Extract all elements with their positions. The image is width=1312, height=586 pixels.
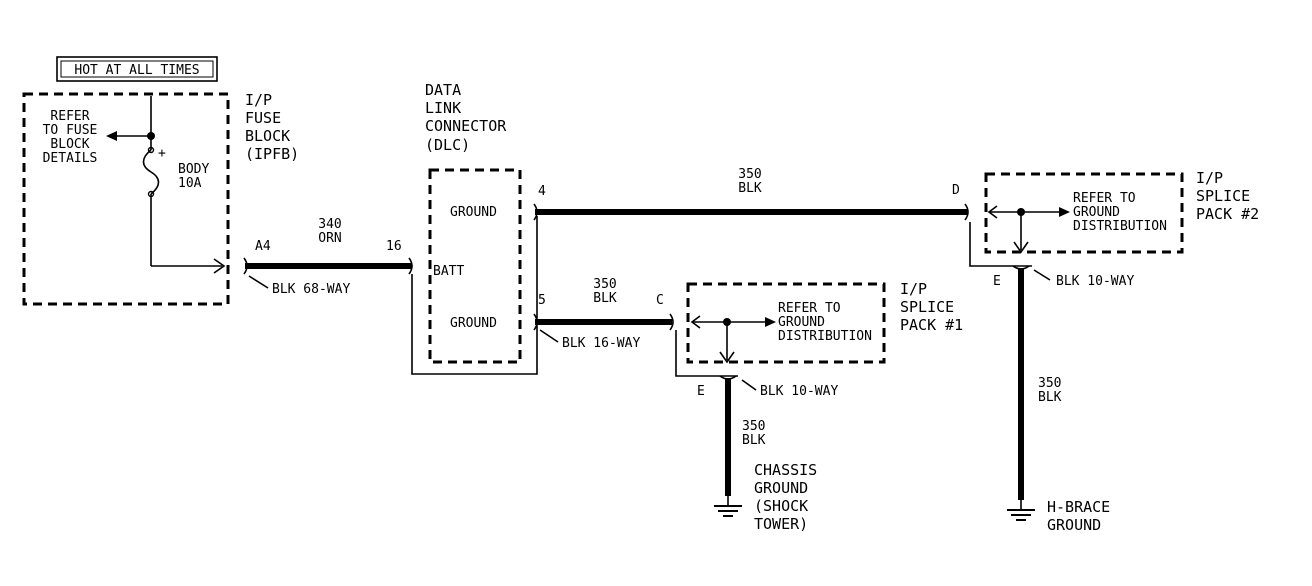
fuse-plus-mark: + — [158, 146, 166, 161]
fuse-block-outline — [22, 92, 230, 306]
wire-340-color: ORN — [318, 231, 341, 246]
splice1-connector-label: BLK 10-WAY — [760, 384, 838, 399]
dlc-title-1: DATA — [425, 81, 461, 99]
dlc-title-2: LINK — [425, 99, 461, 117]
splice2-title-1: I/P — [1196, 169, 1223, 187]
splice2-pin-e: E — [993, 274, 1001, 289]
fuse-label-1: BODY — [178, 162, 209, 177]
splice1-pin-c: C — [656, 293, 664, 308]
splice2-wire-color: BLK — [1038, 390, 1062, 405]
chassis-ground-3: (SHOCK — [754, 497, 808, 515]
splice-pack-1: I/P SPLICE PACK #1 REFER TO GROUND DISTR… — [675, 280, 963, 533]
wire-340-gauge: 340 — [318, 217, 341, 232]
fuse-refer-arrow-icon — [106, 131, 117, 141]
dlc-pin-5: 5 — [538, 293, 546, 308]
chassis-ground-4: TOWER) — [754, 515, 808, 533]
dlc-ground-bottom: GROUND — [450, 316, 497, 331]
splice1-wire-gauge: 350 — [742, 419, 765, 434]
fuse-block-title-3: BLOCK — [245, 127, 290, 145]
splice1-refer-1: REFER TO — [778, 301, 841, 316]
fuse-refer-3: BLOCK — [50, 137, 89, 152]
splice2-refer-arrow-icon — [1059, 207, 1070, 217]
splice1-title-1: I/P — [900, 280, 927, 298]
wire-350-mid-color: BLK — [593, 291, 617, 306]
data-link-connector: DATA LINK CONNECTOR (DLC) GROUND BATT GR… — [411, 81, 640, 375]
h-brace-ground-icon — [1007, 500, 1035, 521]
fuse-block-title-4: (IPFB) — [245, 145, 299, 163]
chassis-ground-1: CHASSIS — [754, 461, 817, 479]
splice2-wire-gauge: 350 — [1038, 376, 1061, 391]
wire-350-top-gauge: 350 — [738, 167, 761, 182]
dlc-title-3: CONNECTOR — [425, 117, 507, 135]
splice-pack-2: I/P SPLICE PACK #2 REFER TO GROUND DISTR… — [969, 169, 1259, 534]
splice1-pin-e: E — [697, 384, 705, 399]
splice1-outline — [686, 282, 886, 364]
dlc-connector-label: BLK 16-WAY — [562, 336, 640, 351]
splice1-refer-arrow-icon — [765, 317, 776, 327]
wire-350-top-color: BLK — [738, 181, 762, 196]
fuse-refer-1: REFER — [50, 109, 89, 124]
chassis-ground-icon — [714, 496, 742, 517]
splice1-refer-3: DISTRIBUTION — [778, 329, 872, 344]
splice2-d-connector-icon — [964, 203, 969, 221]
splice2-pin-d: D — [952, 183, 960, 198]
splice2-title-2: SPLICE — [1196, 187, 1250, 205]
splice2-connector-label: BLK 10-WAY — [1056, 274, 1134, 289]
splice2-refer-3: DISTRIBUTION — [1073, 219, 1167, 234]
wire-340-orn: A4 340 ORN BLK 68-WAY 16 — [243, 217, 413, 297]
splice1-c-connector-icon — [669, 313, 674, 331]
splice1-title-2: SPLICE — [900, 298, 954, 316]
fuse-block-title-1: I/P — [245, 91, 272, 109]
dlc-input-connector-icon — [408, 257, 413, 275]
dlc-title-4: (DLC) — [425, 136, 470, 154]
dlc-pin-4: 4 — [538, 184, 546, 199]
fuse-connector-label: BLK 68-WAY — [272, 282, 350, 297]
fuse-label-2: 10A — [178, 176, 202, 191]
dlc-outline — [428, 168, 522, 364]
splice2-refer-2: GROUND — [1073, 205, 1120, 220]
fuse-output-arrow-icon — [213, 258, 226, 274]
hot-label-text: HOT AT ALL TIMES — [74, 63, 199, 78]
fuse-icon — [142, 149, 160, 195]
splice1-title-3: PACK #1 — [900, 316, 963, 334]
splice2-outline — [984, 172, 1184, 254]
wire-350-mid: 350 BLK C — [533, 277, 674, 331]
wire-350-mid-gauge: 350 — [593, 277, 616, 292]
fuse-block: I/P FUSE BLOCK (IPFB) REFER TO FUSE BLOC… — [22, 91, 299, 306]
hot-at-all-times-label: HOT AT ALL TIMES — [56, 56, 218, 82]
h-brace-ground-2: GROUND — [1047, 516, 1101, 534]
splice1-refer-2: GROUND — [778, 315, 825, 330]
wire-350-top: 350 BLK D — [533, 167, 969, 221]
chassis-ground-2: GROUND — [754, 479, 808, 497]
fuse-pin-a4: A4 — [255, 239, 271, 254]
dlc-ground-top: GROUND — [450, 205, 497, 220]
fuse-block-title-2: FUSE — [245, 109, 281, 127]
dlc-batt: BATT — [433, 264, 464, 279]
splice1-wire-color: BLK — [742, 433, 766, 448]
dlc-pin-16: 16 — [386, 239, 402, 254]
dlc-connector-outline — [411, 216, 538, 375]
h-brace-ground-1: H-BRACE — [1047, 498, 1110, 516]
fuse-refer-2: TO FUSE — [43, 123, 98, 138]
splice2-title-3: PACK #2 — [1196, 205, 1259, 223]
fuse-refer-4: DETAILS — [43, 151, 98, 166]
splice2-refer-1: REFER TO — [1073, 191, 1136, 206]
